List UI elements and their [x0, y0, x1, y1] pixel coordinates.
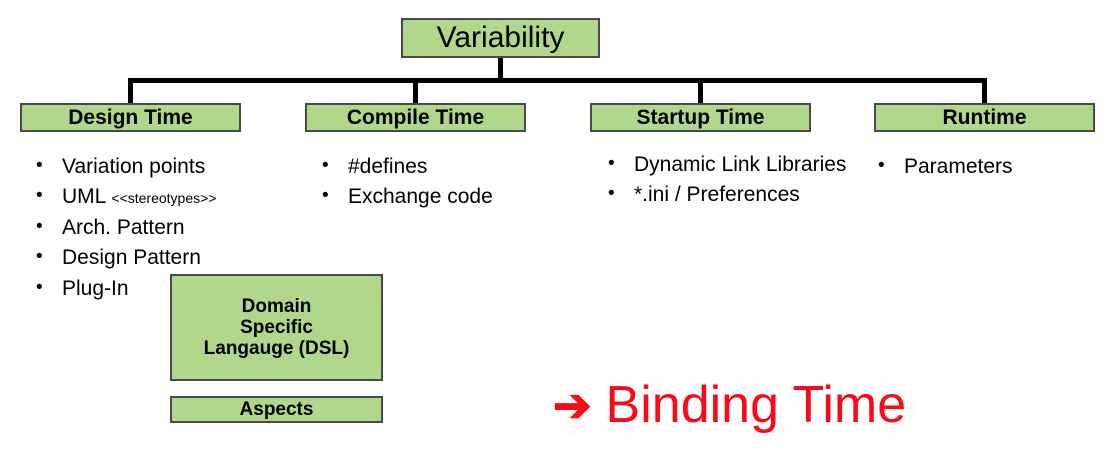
bullet-icon: • — [36, 215, 43, 237]
binding-time-label: Binding Time — [605, 376, 907, 434]
list-item-label: Design Pattern — [62, 246, 201, 270]
list-item-label: *.ini / Preferences — [634, 183, 800, 207]
list-item-label: Plug-In — [62, 276, 129, 300]
bullet-icon: • — [36, 246, 43, 268]
right-arrow-icon: ➔ — [553, 379, 592, 432]
list-item-label: Arch. Pattern — [62, 215, 185, 239]
node-dsl-line-2: Specific — [240, 316, 313, 338]
list-item-label: Exchange code — [348, 185, 493, 209]
connector-runtime-vertical — [982, 78, 987, 103]
list-item-label: UML <<stereotypes>> — [62, 182, 286, 212]
list-item: • Variation points — [36, 152, 286, 182]
list-item-label: Variation points — [62, 155, 206, 178]
list-item: • Exchange code — [322, 182, 567, 212]
list-item-main: UML — [62, 185, 112, 209]
list-item: • *.ini / Preferences — [608, 180, 858, 210]
bullet-icon: • — [878, 155, 885, 176]
connector-startup-vertical — [698, 78, 703, 103]
node-runtime: Runtime — [874, 103, 1095, 132]
node-dsl-line-3: Langauge (DSL) — [203, 338, 350, 360]
node-domain-specific-language: Domain Specific Langauge (DSL) — [170, 274, 383, 381]
node-startup-time: Startup Time — [590, 103, 811, 132]
list-item-label: #defines — [348, 155, 428, 178]
node-aspects: Aspects — [170, 396, 383, 423]
bullet-icon: • — [608, 183, 615, 205]
node-dsl-line-1: Domain — [241, 295, 312, 317]
list-startup-time: • Dynamic Link Libraries • *.ini / Prefe… — [608, 150, 858, 211]
list-item: • #defines — [322, 152, 567, 182]
node-variability: Variability — [401, 18, 600, 58]
bullet-icon: • — [36, 155, 43, 176]
list-item: • UML <<stereotypes>> — [36, 182, 286, 212]
list-item: • Plug-In — [36, 274, 286, 304]
list-item-label: Dynamic Link Libraries — [634, 153, 847, 176]
node-compile-time: Compile Time — [305, 103, 526, 132]
list-runtime: • Parameters — [878, 152, 1098, 182]
connector-design-vertical — [128, 78, 133, 103]
bullet-icon: • — [322, 155, 329, 176]
list-item: • Arch. Pattern — [36, 213, 286, 243]
list-item-stereotype: <<stereotypes>> — [111, 190, 217, 207]
connector-horizontal-bar — [128, 78, 983, 83]
list-item-label: Parameters — [904, 155, 1013, 178]
list-item: • Design Pattern — [36, 243, 286, 273]
bullet-icon: • — [36, 185, 43, 207]
binding-time-callout: ➔ Binding Time — [553, 378, 906, 433]
list-item: • Dynamic Link Libraries — [608, 150, 858, 180]
connector-compile-vertical — [413, 78, 418, 103]
bullet-icon: • — [608, 153, 615, 174]
connector-root-vertical — [498, 58, 503, 82]
list-compile-time: • #defines • Exchange code — [322, 152, 567, 213]
node-design-time: Design Time — [20, 103, 241, 132]
bullet-icon: • — [322, 185, 329, 207]
list-item: • Parameters — [878, 152, 1098, 182]
bullet-icon: • — [36, 276, 43, 298]
list-design-time: • Variation points • UML <<stereotypes>>… — [36, 152, 286, 304]
